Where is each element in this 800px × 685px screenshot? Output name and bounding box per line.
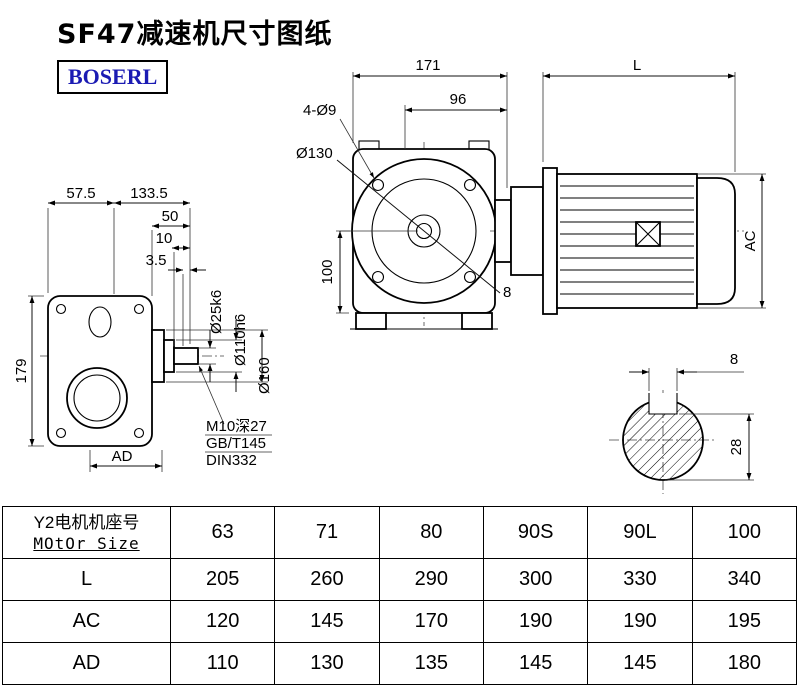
AC-value: 170 bbox=[378, 600, 484, 643]
front-view-dimensions: 4-Ø9 Ø130 8 171 96 100 bbox=[296, 57, 511, 314]
dim-key-width-label: 8 bbox=[730, 351, 738, 368]
AD-value: 130 bbox=[274, 642, 380, 685]
AD-value: 145 bbox=[587, 642, 693, 685]
L-value: 330 bbox=[587, 558, 693, 601]
dim-50-label: 50 bbox=[162, 208, 179, 225]
AD-value: 135 bbox=[378, 642, 484, 685]
dim-10-label: 10 bbox=[156, 230, 173, 247]
dim-spigot-dia-label: Ø110h6 bbox=[232, 314, 249, 366]
size-80: 80 bbox=[378, 506, 484, 559]
motor-size-header-cn: Y2电机机座号 bbox=[33, 512, 140, 532]
note-thread: M10深27 bbox=[206, 418, 267, 435]
motor-size-header-en: MOtOr Size bbox=[33, 533, 140, 553]
size-71: 71 bbox=[274, 506, 380, 559]
L-value: 300 bbox=[482, 558, 589, 601]
size-100: 100 bbox=[691, 506, 798, 559]
table-row-L: L 205 260 290 300 330 340 bbox=[2, 558, 798, 601]
shaft-end-notes: M10深27 GB/T145 DIN332 bbox=[198, 365, 272, 469]
AC-value: 145 bbox=[274, 600, 380, 643]
row-label-AD: AD bbox=[2, 642, 171, 685]
AD-value: 110 bbox=[169, 642, 276, 685]
table-header-row: Y2电机机座号 MOtOr Size 63 71 80 90S 90L 100 bbox=[2, 506, 798, 559]
AC-value: 190 bbox=[482, 600, 589, 643]
dim-100-label: 100 bbox=[319, 259, 336, 284]
motor-view: L AC bbox=[490, 57, 766, 315]
table-row-AD: AD 110 130 135 145 145 180 bbox=[2, 642, 798, 685]
dim-AC-label: AC bbox=[742, 230, 759, 251]
size-63: 63 bbox=[169, 506, 276, 559]
dim-171-label: 171 bbox=[415, 57, 440, 74]
dim-179-label: 179 bbox=[13, 358, 30, 383]
note-gb: GB/T145 bbox=[206, 435, 266, 452]
shaft-section: 8 28 bbox=[609, 351, 754, 494]
note-din: DIN332 bbox=[206, 452, 257, 469]
L-value: 260 bbox=[274, 558, 380, 601]
row-label-AC: AC bbox=[2, 600, 171, 643]
AD-value: 145 bbox=[482, 642, 589, 685]
L-value: 205 bbox=[169, 558, 276, 601]
dim-flange-dia-label: Ø160 bbox=[256, 357, 273, 394]
side-view-dimensions: 57.5 133.5 50 10 3.5 179 AD Ø25k6 Ø110h6… bbox=[13, 185, 273, 472]
dimension-table: Y2电机机座号 MOtOr Size 63 71 80 90S 90L 100 … bbox=[2, 506, 798, 685]
AD-value: 180 bbox=[691, 642, 798, 685]
front-view: 4-Ø9 Ø130 8 171 96 100 bbox=[296, 57, 511, 330]
dim-3-5-label: 3.5 bbox=[146, 252, 167, 269]
brand-logo: BOSERL bbox=[57, 60, 169, 94]
page-title: SF47减速机尺寸图纸 bbox=[57, 19, 333, 50]
dim-96-label: 96 bbox=[450, 91, 467, 108]
dim-bolt-holes-label: 4-Ø9 bbox=[303, 102, 336, 119]
dim-133-5-label: 133.5 bbox=[130, 185, 168, 202]
table-row-AC: AC 120 145 170 190 190 195 bbox=[2, 600, 798, 643]
L-value: 340 bbox=[691, 558, 798, 601]
AC-value: 120 bbox=[169, 600, 276, 643]
motor-dimensions: L AC bbox=[542, 57, 766, 309]
dim-AD-label: AD bbox=[112, 448, 133, 465]
row-label-L: L bbox=[2, 558, 171, 601]
motor-size-header: Y2电机机座号 MOtOr Size bbox=[2, 506, 171, 559]
dim-130-label: Ø130 bbox=[296, 145, 333, 162]
AC-value: 195 bbox=[691, 600, 798, 643]
size-90S: 90S bbox=[482, 506, 589, 559]
dim-L-label: L bbox=[633, 57, 641, 74]
dim-key8-front-label: 8 bbox=[503, 284, 511, 301]
dim-57-5-label: 57.5 bbox=[66, 185, 95, 202]
L-value: 290 bbox=[378, 558, 484, 601]
side-view: 57.5 133.5 50 10 3.5 179 AD Ø25k6 Ø110h6… bbox=[13, 185, 273, 472]
size-90L: 90L bbox=[587, 506, 693, 559]
section-dimensions: 8 28 bbox=[629, 351, 754, 481]
technical-drawing: 57.5 133.5 50 10 3.5 179 AD Ø25k6 Ø110h6… bbox=[13, 57, 766, 494]
dim-shaft-dia-label: Ø25k6 bbox=[208, 290, 225, 334]
dim-key-depth-label: 28 bbox=[728, 439, 745, 456]
AC-value: 190 bbox=[587, 600, 693, 643]
